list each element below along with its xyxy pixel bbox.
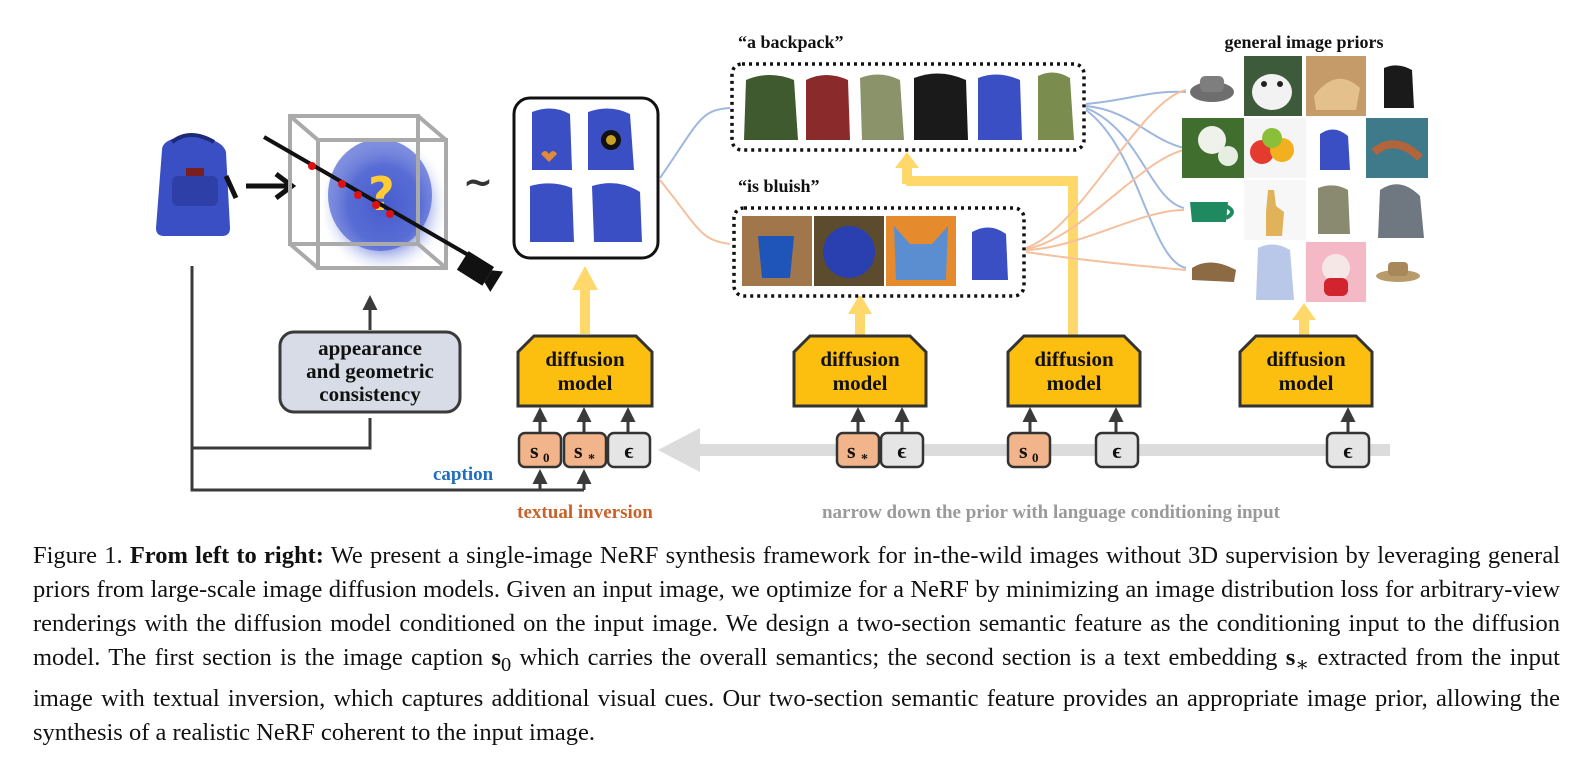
caption-bold-lead: From left to right:	[129, 542, 324, 569]
consistency-line-3: consistency	[319, 382, 421, 406]
diffusion-label: diffusion	[545, 347, 625, 371]
svg-text:0: 0	[543, 450, 550, 465]
svg-text:ϵ: ϵ	[897, 438, 906, 463]
caption-paragraph: Figure 1. From left to right: We present…	[33, 539, 1560, 750]
method-overview-figure: ? ~ appearance and geometric consistency	[156, 32, 1428, 523]
camera-ray	[262, 135, 472, 258]
token-sstar: s *	[835, 431, 881, 469]
diffusion-model-4: diffusion model	[1238, 334, 1374, 408]
svg-text:s: s	[574, 438, 583, 463]
diffusion-label: diffusion	[1266, 347, 1346, 371]
input-connector-lines	[190, 266, 592, 492]
caption-text-1: We present a single-image NeRF synthesis…	[33, 542, 1561, 671]
math-s: s	[1285, 644, 1296, 671]
model-label: model	[1279, 371, 1334, 395]
camera-icon	[456, 251, 504, 292]
svg-text:*: *	[588, 452, 595, 467]
backpack-samples-box	[730, 62, 1086, 152]
diffusion-model-2: diffusion model	[792, 334, 928, 408]
token-epsilon: ϵ	[606, 431, 652, 469]
token-epsilon: ϵ	[879, 431, 925, 469]
consistency-box: appearance and geometric consistency	[278, 330, 462, 414]
link-curves	[659, 89, 1187, 271]
math-sub-star: ∗	[1295, 653, 1310, 676]
diffusion-model-3: diffusion model	[1006, 334, 1142, 408]
token-sstar: s *	[562, 431, 608, 469]
caption-text-2: which carries the overall semantics; the…	[511, 644, 1286, 671]
svg-text:ϵ: ϵ	[624, 438, 633, 463]
tilde-sign: ~	[463, 162, 493, 203]
diffusion-label: diffusion	[1034, 347, 1114, 371]
svg-text:0: 0	[1032, 450, 1039, 465]
token-s0: s 0	[517, 431, 563, 469]
token-s0: s 0	[1006, 431, 1052, 469]
consistency-line-2: and geometric	[306, 359, 434, 383]
model-label: model	[1047, 371, 1102, 395]
token-epsilon: ϵ	[1325, 431, 1371, 469]
consistency-line-1: appearance	[318, 336, 422, 360]
input-image-backpack	[156, 133, 239, 236]
math-s: s	[491, 644, 501, 671]
diffusion-label: diffusion	[820, 347, 900, 371]
bluish-samples-box	[732, 206, 1026, 298]
svg-text:ϵ: ϵ	[1112, 438, 1121, 463]
diffusion-model-1: diffusion model	[516, 334, 654, 408]
model-label: model	[833, 371, 888, 395]
math-sub-0: 0	[501, 653, 512, 676]
quote-backpack: “a backpack”	[738, 32, 844, 52]
svg-text:ϵ: ϵ	[1343, 438, 1352, 463]
nerf-volume-cube: ?	[262, 114, 504, 292]
general-priors-grid	[1182, 56, 1428, 302]
token-arrows	[532, 407, 1356, 432]
caption-text-3: extracted from the input image with text…	[33, 644, 1560, 746]
svg-text:s: s	[847, 438, 856, 463]
rendered-views-box	[512, 96, 660, 260]
figure-number: Figure 1.	[33, 542, 123, 569]
textual-inversion-label: textual inversion	[517, 502, 653, 523]
model-label: model	[558, 371, 613, 395]
quote-bluish: “is bluish”	[738, 176, 820, 196]
caption-label: caption	[433, 464, 494, 485]
svg-text:*: *	[861, 452, 868, 467]
token-epsilon: ϵ	[1094, 431, 1140, 469]
figure-caption: Figure 1. From left to right: We present…	[33, 539, 1560, 750]
svg-text:s: s	[1019, 438, 1028, 463]
priors-title: general image priors	[1225, 32, 1384, 52]
narrow-down-label: narrow down the prior with language cond…	[822, 502, 1281, 523]
svg-text:s: s	[530, 438, 539, 463]
